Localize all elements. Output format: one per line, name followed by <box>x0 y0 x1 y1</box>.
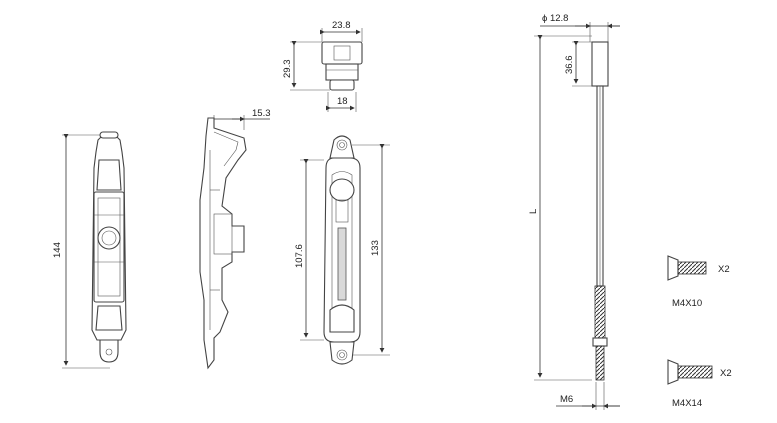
screw-qty-2: X2 <box>720 368 732 379</box>
screw-label-1: M4X10 <box>672 298 702 309</box>
screw-label-2: M4X14 <box>672 398 702 409</box>
front-view: 144 <box>52 131 127 369</box>
screw-qty-1: X2 <box>718 264 730 275</box>
dim-bottom-width: 18 <box>337 96 348 107</box>
dim-rod-diameter: ϕ 12.8 <box>542 13 568 24</box>
top-view: 23.8 29.3 18 <box>282 20 363 112</box>
dim-rod-cap: 36.6 <box>564 56 575 75</box>
dim-top-height: 29.3 <box>282 60 293 79</box>
dim-hole-spacing: 133 <box>370 240 381 256</box>
dim-offset: 15.3 <box>252 108 271 119</box>
back-view: 107.6 133 <box>294 135 390 365</box>
screw-m4x14: X2 M4X14 <box>667 359 732 409</box>
dim-slot-length: 107.6 <box>294 244 305 268</box>
rod: ϕ 12.8 36.6 L M6 <box>528 13 620 410</box>
dim-top-width: 23.8 <box>332 20 351 31</box>
dim-thread: M6 <box>560 394 573 405</box>
dim-rod-length: L <box>528 209 539 214</box>
side-view: 15.3 <box>199 108 271 370</box>
screw-m4x10: X2 M4X10 <box>667 255 730 309</box>
dim-total-length: 144 <box>52 242 63 258</box>
